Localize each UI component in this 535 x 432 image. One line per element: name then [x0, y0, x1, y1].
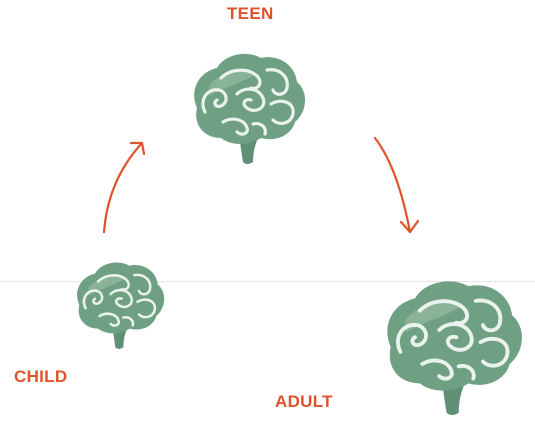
arrow-child-to-teen	[104, 143, 142, 232]
arrow-teen-to-adult	[375, 138, 410, 232]
